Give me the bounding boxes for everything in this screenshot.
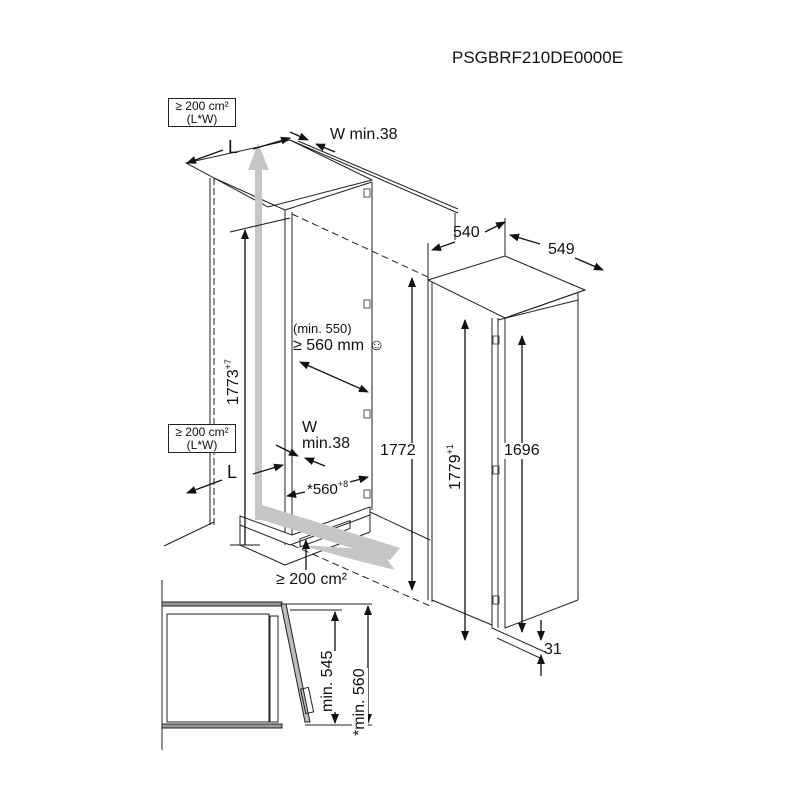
airflow-arrows [248, 143, 400, 570]
bottom-offset-dimension: 31 [544, 641, 562, 658]
model-number: PSGBRF210DE0000E [452, 48, 624, 67]
appliance-body [426, 218, 587, 629]
smiley-icon: ☺ [368, 337, 385, 354]
reference-height-dimension: 1772 [380, 442, 416, 459]
cabinet-top [184, 139, 459, 214]
appliance-hinges [492, 335, 500, 605]
door-clearance-min-545: min. 545 [319, 650, 336, 712]
bottom-vent-formula: (L*W) [186, 437, 218, 452]
top-vent-area: ≥ 200 cm² [175, 99, 229, 113]
appliance-height-dimension: 1779+1 [445, 444, 464, 490]
niche-depth-dimension: ≥ 560 mm ☺ [293, 337, 385, 354]
bottom-vent-length-label: L [227, 462, 238, 482]
door-clearance-detail [161, 580, 372, 750]
bottom-vent-area: ≥ 200 cm² [175, 425, 229, 439]
bottom-vent-min-label: min.38 [302, 435, 351, 452]
niche-height-dimension: 1773+7 [223, 359, 242, 405]
bottom-vent-area-box: ≥ 200 cm² (L*W) [168, 424, 236, 454]
top-vent-formula: (L*W) [186, 111, 218, 126]
hinge-icons [363, 188, 371, 499]
niche-depth-min-note: (min. 550) [293, 321, 352, 336]
bottom-vent-w-label: W [302, 419, 318, 436]
plinth-vent-area: ≥ 200 cm² [276, 571, 348, 588]
door-clearance-min-560: *min. 560 [351, 668, 368, 736]
door-height-dimension: 1696 [504, 442, 540, 459]
appliance-depth-dimension: 549 [548, 241, 575, 258]
top-vent-area-box: ≥ 200 cm² (L*W) [168, 98, 236, 128]
niche-width-dimension: *560+8 [307, 479, 349, 498]
appliance-width-dimension: 540 [453, 224, 480, 241]
top-vent-length-label: L [228, 137, 239, 157]
top-vent-width-label: W min.38 [330, 126, 398, 143]
